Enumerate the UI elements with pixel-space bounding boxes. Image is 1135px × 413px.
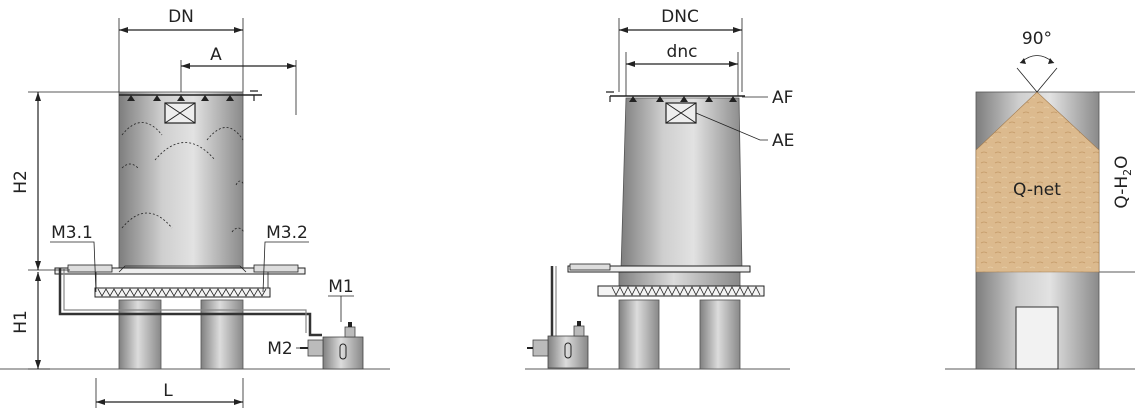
pump-cap (348, 322, 352, 327)
hydraulic-pump-unit (322, 336, 364, 370)
hydraulic-pipe-return (63, 268, 307, 333)
valve-icon (606, 91, 614, 102)
sprinkler-nozzle-icon (127, 95, 135, 101)
hydraulic-pipe (58, 268, 322, 337)
sprinkler-nozzle-icon (201, 95, 209, 101)
label-m1: M1 (328, 277, 353, 297)
label-l: L (163, 381, 173, 401)
label-dnc-inner: dnc (667, 42, 698, 62)
silo-floor-ring (54, 267, 306, 275)
angle-arrow-icon (1020, 58, 1054, 64)
label-h1: H1 (11, 310, 31, 334)
valve-icon (250, 90, 258, 101)
silo-leg-left (118, 299, 162, 370)
cylinder-m3-2 (253, 264, 299, 273)
sprinkler-nozzle-icon (729, 96, 737, 102)
leader-ae (695, 112, 768, 141)
screw-conveyor (597, 285, 765, 297)
sprinkler-nozzle-icon (226, 95, 234, 101)
cylinder-m3-1 (67, 264, 113, 273)
label-a: A (210, 45, 222, 65)
label-q-h2o: Q-H2O (1112, 155, 1134, 208)
leader-m1 (328, 295, 354, 322)
oil-gauge-icon (339, 343, 347, 360)
pump-motor (344, 326, 356, 338)
label-ae: AE (772, 131, 794, 151)
sprinkler-nozzle-icon (705, 96, 713, 102)
sawdust-fill (975, 91, 1100, 273)
sprinkler-nozzle-icon (656, 96, 664, 102)
screw-conveyor (94, 287, 271, 298)
material-mound (206, 127, 244, 141)
silo-middle: DNC dnc AF AE (525, 7, 794, 370)
motor (532, 339, 549, 357)
label-m3-1: M3.1 (51, 223, 93, 243)
motor-m2 (307, 339, 324, 357)
label-angle: 90° (1022, 29, 1052, 49)
sprinkler-nozzle-icon (629, 96, 637, 102)
material-mound (235, 180, 245, 186)
pump-motor (573, 325, 585, 337)
silo-floor-edge (118, 265, 247, 273)
label-dnc: DNC (661, 7, 699, 27)
silo-leg-right (699, 299, 741, 370)
leader-m3-2 (262, 241, 309, 293)
sprinkler-nozzle-icon (177, 95, 185, 101)
label-dn: DN (168, 7, 194, 27)
label-m2: M2 (267, 339, 292, 359)
sprinkler-nozzle-icon (680, 96, 688, 102)
silo-tapered-body (620, 97, 743, 271)
label-m3-2: M3.2 (266, 223, 308, 243)
material-mound (121, 212, 173, 229)
pump-cap (577, 321, 581, 326)
silo-leg-left (618, 299, 660, 370)
screw-flight (97, 288, 267, 297)
leader-m3-1 (50, 241, 97, 293)
material-mound (121, 122, 163, 136)
hydraulic-pump-unit (547, 335, 589, 369)
silo-leg-right (200, 299, 244, 370)
label-h2: H2 (11, 170, 31, 194)
material-mound (121, 163, 139, 169)
discharge-door (1015, 306, 1059, 370)
silo-floor-ring (567, 265, 751, 273)
cylinder (569, 263, 611, 271)
silo-right: Q-net 90° Q-H2O (945, 29, 1135, 370)
hatch-cross-icon (164, 102, 196, 124)
oil-gauge-icon (564, 342, 572, 359)
material-mound (231, 227, 245, 233)
label-af: AF (772, 88, 793, 108)
hatch-cross-icon (665, 102, 697, 124)
label-q-net: Q-net (1013, 180, 1061, 200)
screw-flight (611, 286, 761, 296)
material-mound (154, 142, 216, 161)
silo-left: DN A H2 H1 L M3.1 M3.2 M1 M2 (0, 7, 390, 408)
angle-lines (1016, 67, 1058, 93)
sprinkler-nozzle-icon (153, 95, 161, 101)
